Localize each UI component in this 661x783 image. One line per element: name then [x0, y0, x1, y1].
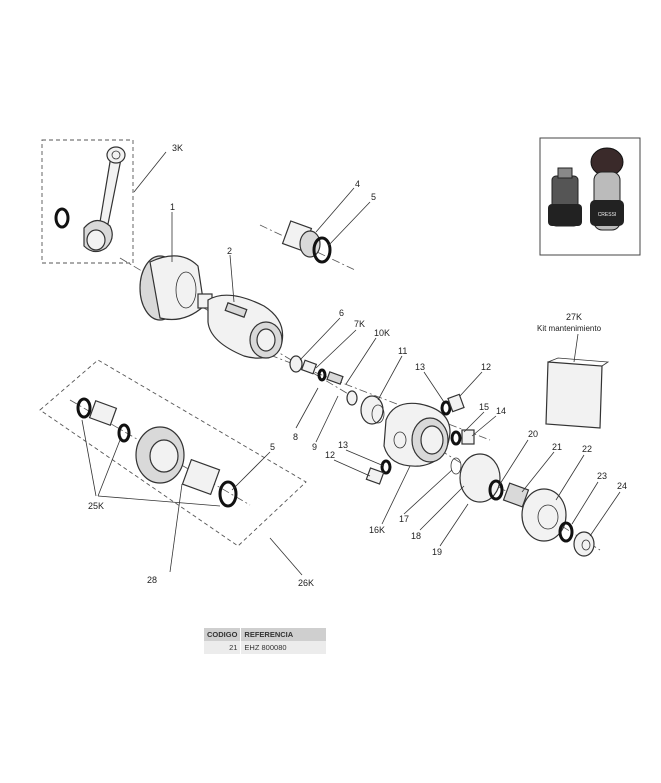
label-12-bottom: 12	[325, 450, 335, 460]
part-11-seat	[360, 395, 385, 425]
label-14: 14	[496, 406, 506, 416]
label-27k: 27K	[566, 312, 582, 322]
label-10k: 10K	[374, 328, 390, 338]
part-20-24-cap-assembly	[488, 479, 595, 557]
label-17: 17	[399, 514, 409, 524]
table-header-row: CODIGO REFERENCIA	[204, 628, 326, 641]
label-9: 9	[312, 442, 317, 452]
part-16k-first-stage-body	[383, 402, 451, 467]
label-3k: 3K	[172, 143, 183, 153]
label-26k: 26K	[298, 578, 314, 588]
photo-brand-text: CRESSI	[598, 212, 617, 218]
label-2: 2	[227, 246, 232, 256]
table-row: 21 EHZ 800080	[204, 641, 326, 654]
label-6: 6	[339, 308, 344, 318]
label-28: 28	[147, 575, 157, 585]
label-23: 23	[597, 471, 607, 481]
table-header-referencia: REFERENCIA	[240, 628, 326, 641]
label-24: 24	[617, 481, 627, 491]
part-2-yoke-body	[207, 294, 284, 359]
label-13-bottom: 13	[338, 440, 348, 450]
label-5-top: 5	[371, 192, 376, 202]
label-12-top: 12	[481, 362, 491, 372]
part-4-filter	[281, 220, 332, 264]
label-16k: 16K	[369, 525, 385, 535]
table-cell-codigo: 21	[204, 641, 242, 654]
label-1: 1	[170, 202, 175, 212]
product-photo: CRESSI	[539, 137, 641, 256]
label-5-bottom: 5	[270, 442, 275, 452]
label-25k: 25K	[88, 501, 104, 511]
part-6-7k-8-9-small-parts	[289, 355, 358, 406]
part-12-13-port-plug-top	[440, 393, 465, 416]
part-14-15-port-plug-side	[450, 429, 475, 446]
part-3k-yoke-screw	[54, 146, 126, 253]
label-7k: 7K	[354, 319, 365, 329]
part-12-13-port-plug-bottom	[365, 459, 392, 485]
kit-3k-dashed-box	[41, 139, 134, 264]
reference-table: CODIGO REFERENCIA 21 EHZ 800080	[204, 628, 326, 654]
kit-26k-dashed-box	[39, 359, 307, 547]
table-header-codigo: CODIGO	[204, 628, 242, 641]
label-20: 20	[528, 429, 538, 439]
part-1-yoke-knob	[139, 255, 213, 321]
part-25k-28-din-kit	[76, 397, 238, 508]
label-21: 21	[552, 442, 562, 452]
label-11: 11	[398, 346, 407, 356]
kit-bag-27k	[545, 333, 610, 429]
kit-mantenimiento-label: Kit mantenimiento	[537, 324, 602, 333]
label-18: 18	[411, 531, 421, 541]
label-22: 22	[582, 444, 592, 454]
label-15: 15	[479, 402, 489, 412]
leader-lines	[81, 151, 621, 576]
label-19: 19	[432, 547, 442, 557]
label-4: 4	[355, 179, 360, 189]
label-8: 8	[293, 432, 298, 442]
table-cell-referencia: EHZ 800080	[240, 641, 326, 654]
label-13-top: 13	[415, 362, 425, 372]
